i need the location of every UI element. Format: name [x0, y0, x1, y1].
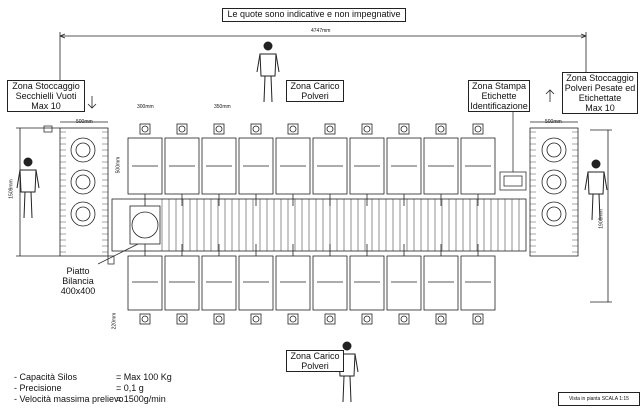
dim-left-zone-width: 500mm	[76, 119, 93, 125]
label-print-line-2: Etichette	[481, 91, 517, 101]
silo-top	[127, 123, 163, 206]
scale-plate-line-1: Piatto	[66, 266, 90, 276]
left-storage-line-2: Secchielli Vuoti	[15, 91, 77, 101]
silo-top	[423, 123, 459, 206]
label-print-label: Zona Stampa Etichette Identificazione	[468, 80, 530, 112]
silo-bottom	[386, 244, 422, 325]
operator-top	[256, 41, 280, 103]
right-storage-line-2: Polveri Pesate ed	[564, 83, 636, 93]
silo-top	[164, 123, 200, 206]
silo-bottom	[238, 244, 274, 325]
dim-right-zone-width: 500mm	[545, 119, 562, 125]
top-loading-line-1: Zona Carico	[290, 81, 340, 91]
left-storage-line-3: Max 10	[31, 101, 61, 111]
operator-right	[584, 159, 608, 221]
right-storage-line-3: Etichettate	[578, 93, 622, 103]
spec-row: - Velocità massima prelievo= 1500g/min	[14, 394, 166, 404]
silo-bottom	[201, 244, 237, 325]
bottom-loading-line-2: Polveri	[301, 361, 329, 371]
silo-bottom	[349, 244, 385, 325]
scale-plate-line-2: Bilancia	[62, 276, 94, 286]
conveyor-slats	[161, 199, 520, 251]
central-conveyor	[111, 198, 527, 252]
silo-bottom	[127, 244, 163, 325]
dim-right-height: 1900mm	[598, 209, 605, 229]
silo-top	[312, 123, 348, 206]
silo-bottom	[312, 244, 348, 325]
storage-slats	[530, 131, 578, 253]
spec-row: - Precisione= 0,1 g	[14, 383, 144, 393]
silo-top	[460, 123, 496, 206]
storage-slats	[60, 131, 108, 253]
left-storage-line-1: Zona Stoccaggio	[12, 81, 80, 91]
silo-top	[201, 123, 237, 206]
dim-bottom-clearance: 220mm	[111, 312, 118, 330]
dim-silo-depth: 500mm	[115, 156, 122, 174]
scale-note: Vista in pianta SCALA 1:15	[558, 392, 640, 406]
left-storage-label: Zona Stoccaggio Secchielli Vuoti Max 10	[7, 80, 85, 112]
silo-bottom	[460, 244, 496, 325]
label-print-line-1: Zona Stampa	[471, 81, 527, 91]
operator-bottom	[335, 341, 359, 403]
right-storage-line-4: Max 10	[585, 103, 615, 113]
top-loading-line-2: Polveri	[301, 91, 329, 101]
spec-row: - Capacità Silos= Max 100 Kg	[14, 372, 172, 382]
header-note: Le quote sono indicative e non impegnati…	[222, 8, 406, 22]
right-storage-label: Zona Stoccaggio Polveri Pesate ed Etiche…	[562, 72, 638, 114]
dim-silo-width: 350mm	[214, 104, 231, 110]
left-storage-area	[59, 127, 109, 257]
silo-bottom	[164, 244, 200, 325]
silo-top	[386, 123, 422, 206]
silo-top	[238, 123, 274, 206]
dim-left-height: 1509mm	[8, 179, 15, 199]
scale-plate-line-3: 400x400	[60, 286, 96, 296]
silo-top	[349, 123, 385, 206]
operator-left	[16, 157, 40, 219]
silo-top	[275, 123, 311, 206]
dim-total-length: 4747mm	[311, 28, 331, 34]
silo-bottom	[275, 244, 311, 325]
bottom-loading-label: Zona Carico Polveri	[286, 350, 344, 372]
top-loading-label: Zona Carico Polveri	[286, 80, 344, 102]
scale-plate-label: Piatto Bilancia 400x400	[52, 266, 104, 296]
dim-silo-pitch: 300mm	[137, 104, 154, 110]
label-print-line-3: Identificazione	[470, 101, 528, 111]
bottom-loading-line-1: Zona Carico	[290, 351, 340, 361]
right-storage-area	[529, 127, 579, 257]
specs-block: - Capacità Silos= Max 100 Kg - Precision…	[14, 372, 172, 405]
silo-bottom	[423, 244, 459, 325]
right-storage-line-1: Zona Stoccaggio	[566, 73, 634, 83]
